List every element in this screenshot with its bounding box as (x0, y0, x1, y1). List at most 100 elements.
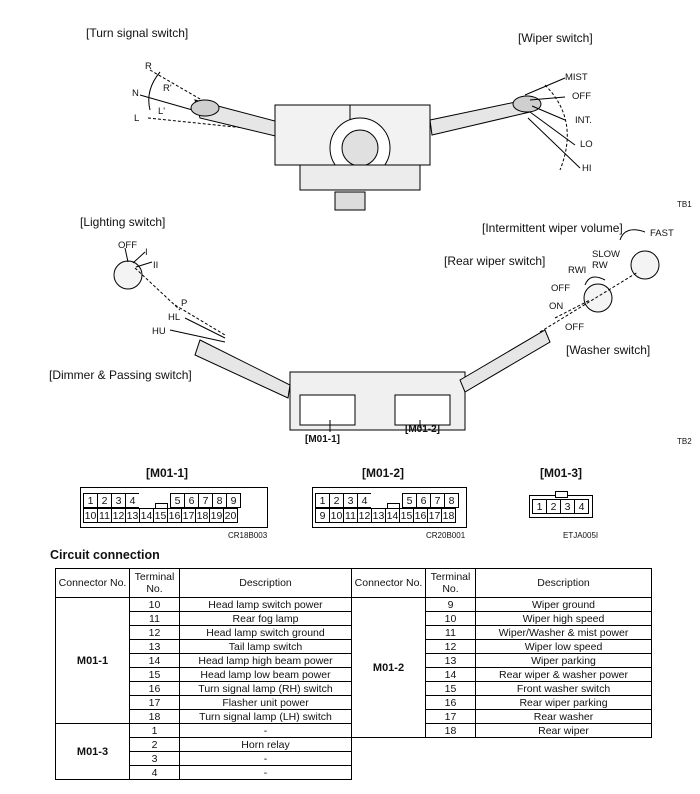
connector-m01-3: 1 2 3 4 (529, 491, 593, 518)
terminal-cell: 2 (129, 737, 180, 752)
wiper-position-hi: HI (582, 163, 592, 174)
pin: 8 (444, 493, 459, 508)
turn-position-r: R (145, 61, 152, 72)
terminal-cell: 13 (425, 653, 476, 668)
pin: 1 (83, 493, 98, 508)
turn-position-n: N (132, 88, 139, 99)
header-terminal: Terminal No. (129, 568, 180, 598)
connector-cell: M01-2 (351, 597, 426, 738)
description-cell: Rear fog lamp (179, 611, 352, 626)
pin: 3 (343, 493, 358, 508)
pin: 11 (343, 508, 358, 523)
terminal-cell: 15 (129, 667, 180, 682)
pin: 16 (413, 508, 428, 523)
terminal-cell: 11 (129, 611, 180, 626)
volume-position-fast: FAST (650, 228, 674, 239)
washer-switch-label: [Washer switch] (566, 343, 651, 357)
rear-wiper-position-rw: RW (592, 260, 608, 271)
header-connector: Connector No. (351, 568, 426, 598)
description-cell: Horn relay (179, 737, 352, 752)
pin: 11 (97, 508, 112, 523)
lighting-position-off: OFF (118, 240, 137, 251)
description-cell: Turn signal lamp (LH) switch (179, 709, 352, 724)
dimmer-position-hl: HL (168, 312, 181, 323)
lighting-position-ii: II (153, 260, 159, 271)
callout-m01-2: [M01-2] (405, 424, 441, 435)
description-cell: Wiper/Washer & mist power (475, 625, 652, 640)
terminal-cell: 11 (425, 625, 476, 640)
pin: 17 (181, 508, 196, 523)
pin: 4 (357, 493, 372, 508)
terminal-cell: 10 (129, 597, 180, 612)
terminal-cell: 9 (425, 597, 476, 612)
terminal-cell: 15 (425, 681, 476, 696)
description-cell: Head lamp high beam power (179, 653, 352, 668)
wiper-position-lo: LO (580, 139, 593, 150)
volume-position-slow: SLOW (592, 249, 620, 260)
pin: 19 (209, 508, 224, 523)
pin: 20 (223, 508, 238, 523)
description-cell: Wiper parking (475, 653, 652, 668)
connector-code-m01-3: ETJA005I (563, 531, 599, 540)
pin: 12 (111, 508, 126, 523)
connector-code-m01-1: CR18B003 (228, 531, 268, 540)
description-cell: Wiper high speed (475, 611, 652, 626)
connector-cell: M01-3 (55, 723, 130, 780)
pin: 2 (329, 493, 344, 508)
wiper-position-int: INT. (575, 115, 592, 126)
header-description: Description (475, 568, 652, 598)
wiper-switch-label: [Wiper switch] (518, 31, 593, 45)
pin: 12 (357, 508, 372, 523)
pin: 3 (111, 493, 126, 508)
pin: 1 (532, 499, 547, 514)
pin: 5 (402, 493, 417, 508)
connector-m01-1: 1 2 3 4 5 6 7 8 9 10 11 12 13 14 15 16 1… (80, 487, 268, 528)
pin: 17 (427, 508, 442, 523)
header-connector: Connector No. (55, 568, 130, 598)
intermittent-wiper-volume-label: [Intermittent wiper volume] (482, 221, 623, 235)
terminal-cell: 16 (129, 681, 180, 696)
description-cell: - (179, 723, 352, 738)
table-row: M01-3 1 - (55, 723, 352, 780)
circuit-connection-heading: Circuit connection (50, 548, 160, 562)
description-cell: Head lamp switch ground (179, 625, 352, 640)
lighting-position-i: I (145, 247, 148, 258)
description-cell: Wiper ground (475, 597, 652, 612)
pin: 1 (315, 493, 330, 508)
terminal-cell: 12 (129, 625, 180, 640)
description-cell: Head lamp low beam power (179, 667, 352, 682)
terminal-cell: 10 (425, 611, 476, 626)
pin: 14 (139, 508, 154, 523)
pin: 3 (560, 499, 575, 514)
connector-title-m01-2: [M01-2] (362, 466, 405, 480)
switch-illustration (113, 69, 660, 432)
terminal-cell: 3 (129, 751, 180, 766)
pin: 18 (441, 508, 456, 523)
pin: 8 (212, 493, 227, 508)
description-cell: Turn signal lamp (RH) switch (179, 681, 352, 696)
pin: 13 (371, 508, 386, 523)
rear-wiper-position-on: ON (549, 301, 564, 312)
wiper-position-off: OFF (572, 91, 591, 102)
description-cell: Rear washer (475, 709, 652, 724)
pin: 18 (195, 508, 210, 523)
description-cell: Tail lamp switch (179, 639, 352, 654)
table-row: 4- (56, 765, 352, 780)
terminal-cell: 18 (129, 709, 180, 724)
washer-position-off: OFF (565, 322, 584, 333)
connector-title-m01-1: [M01-1] (146, 466, 189, 480)
pin: 6 (184, 493, 199, 508)
callout-m01-1: [M01-1] (305, 434, 341, 445)
turn-position-r-prime: R' (163, 83, 172, 94)
pin: 2 (546, 499, 561, 514)
pin: 9 (315, 508, 330, 523)
description-cell: Head lamp switch power (179, 597, 352, 612)
pin: 16 (167, 508, 182, 523)
